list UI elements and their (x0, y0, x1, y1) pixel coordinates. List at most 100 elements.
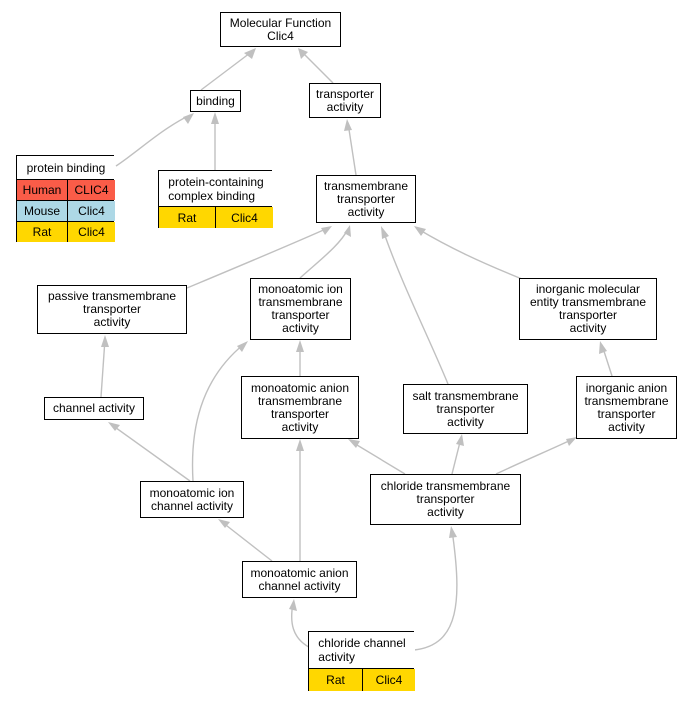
node-label-line: passive transmembrane (47, 289, 177, 303)
node-label-line: transporter (558, 308, 618, 322)
node-label-line: Clic4 (267, 28, 294, 43)
edge-line (351, 441, 406, 475)
node-label-line: transporter (416, 492, 475, 506)
node-label-line: inorganic molecular (535, 282, 641, 296)
node-label-line: activity (318, 650, 355, 664)
node-label-line: monoatomic anion (250, 380, 350, 395)
edge-line (186, 227, 329, 289)
gene-cell-human: CLIC4 (68, 180, 115, 200)
node-label-line: activity (347, 204, 385, 219)
arrow-head-icon (101, 335, 109, 347)
arrow-head-icon (321, 226, 332, 235)
edge-line (111, 424, 191, 482)
node-label-line: chloride transmembrane (380, 479, 511, 493)
species-cell-rat: Rat (159, 207, 215, 228)
species-cell-human: Human (17, 180, 67, 200)
arrow-head-icon (289, 599, 297, 611)
arrow-head-icon (237, 341, 248, 352)
node-label-line: channel activity (150, 498, 234, 513)
arrow-head-icon (211, 112, 219, 124)
node-label-line: transporter (315, 86, 375, 101)
node-label-line: monoatomic ion (149, 485, 235, 500)
node-label-line: transmembrane (258, 295, 343, 309)
arrow-head-icon (381, 226, 389, 239)
gene-cell-rat: Clic4 (216, 207, 273, 228)
node-label-line: activity (281, 419, 319, 434)
species-cell-rat: Rat (17, 222, 67, 242)
arrow-head-icon (108, 422, 120, 431)
node-label-line: activity (427, 505, 464, 519)
node-label-line: monoatomic anion (250, 565, 349, 580)
node-label-line: activity (447, 414, 484, 429)
node-label-line: transporter (597, 406, 656, 421)
arrow-head-icon (244, 48, 256, 59)
arrow-head-icon (298, 48, 308, 59)
edge-line (413, 529, 458, 651)
arrow-head-icon (344, 119, 352, 131)
node-label-line: transporter (270, 406, 330, 421)
edge-line (100, 338, 106, 398)
gene-cell-mouse: Clic4 (68, 201, 115, 221)
arrow-head-icon (414, 226, 426, 236)
node-label: channel activity (53, 402, 135, 415)
annotation-protein-binding[interactable]: protein binding Human CLIC4 Mouse Clic4 … (16, 155, 115, 242)
edge-line (299, 228, 349, 279)
node-label-line: salt transmembrane (412, 388, 519, 403)
node-label-line: transporter (271, 308, 330, 322)
node-label-line: activity (282, 321, 319, 335)
node-label-line: channel activity (258, 578, 341, 593)
node-label-line: transmembrane (323, 178, 409, 193)
node-label-line: transporter (336, 191, 395, 206)
node-label-line: protein-containing (168, 174, 264, 189)
arrow-head-icon (296, 439, 304, 451)
node-label-line: transporter (436, 401, 495, 416)
arrow-head-icon (449, 526, 457, 538)
node-channel-activity[interactable]: channel activity (44, 397, 144, 420)
node-label-line: inorganic anion (585, 380, 668, 395)
edge-line (347, 122, 357, 176)
node-label: binding (196, 94, 235, 108)
edge-line (301, 51, 334, 84)
gene-cell-rat: Clic4 (68, 222, 115, 242)
species-cell-rat: Rat (309, 669, 362, 691)
edge-line (382, 229, 449, 385)
node-label-line: complex binding (168, 188, 256, 203)
node-label-line: entity transmembrane (529, 295, 647, 309)
node-label-line: activity (569, 321, 607, 335)
node-binding[interactable]: binding (190, 90, 241, 112)
edge-line (495, 438, 574, 475)
arrow-head-icon (218, 519, 230, 528)
node-label-line: Molecular Function (229, 15, 332, 30)
node-label-line: transmembrane (584, 393, 669, 408)
node-label-line: transporter (82, 302, 142, 316)
arrow-head-icon (566, 437, 577, 446)
edge-line (417, 228, 523, 280)
node-label-line: transmembrane (257, 393, 343, 408)
edge-line (191, 343, 245, 482)
